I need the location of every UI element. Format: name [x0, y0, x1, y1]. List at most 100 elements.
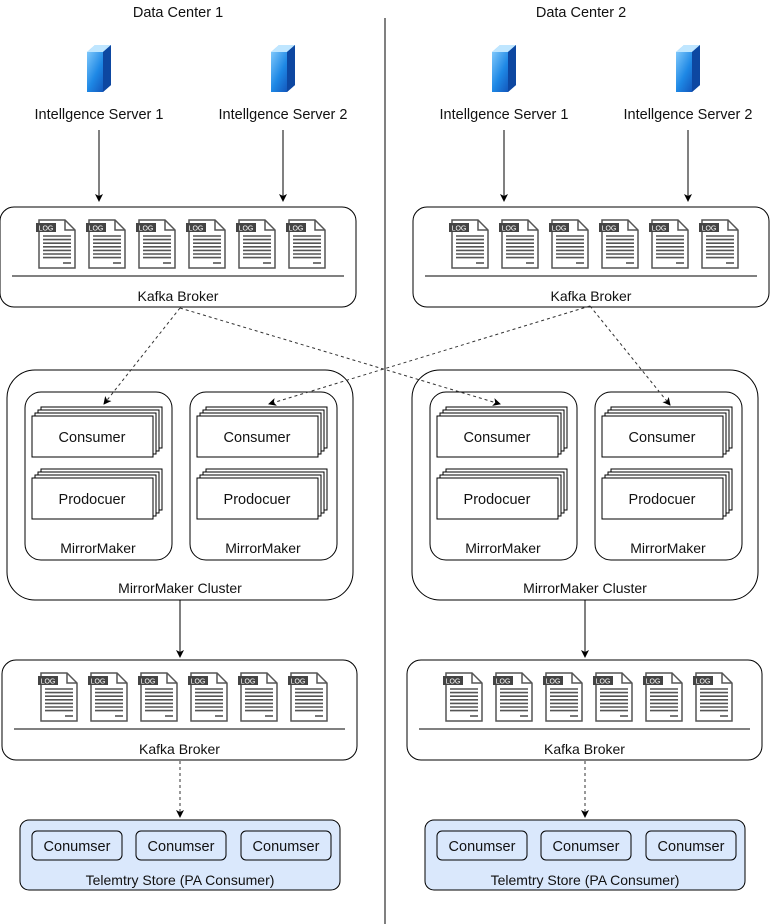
log-fold — [671, 673, 682, 684]
consumer-stack-label: Consumer — [464, 430, 531, 446]
log-badge-text: LOG — [652, 226, 667, 233]
log-file-icon: LOG — [38, 672, 78, 722]
telemetry-consumer-box — [135, 830, 227, 861]
log-file-icon: LOG — [443, 672, 483, 722]
log-badge — [188, 676, 208, 685]
consumer-stack-label: Consumer — [59, 430, 126, 446]
telemetry-consumer: Conumser — [436, 830, 528, 861]
log-fold — [264, 220, 275, 231]
data-center-title: Data Center 1 — [133, 5, 223, 21]
log-badge — [549, 223, 569, 232]
mirrormaker-cluster-label: MirrorMaker Cluster — [523, 580, 647, 596]
telemetry-consumer-box — [540, 830, 632, 861]
server-label: Intellgence Server 2 — [219, 107, 348, 123]
log-file-icon: LOG — [643, 672, 683, 722]
log-file-icon: LOG — [543, 672, 583, 722]
log-badge — [88, 676, 108, 685]
log-fold — [471, 673, 482, 684]
mirrormaker-cluster-label: MirrorMaker Cluster — [118, 580, 242, 596]
log-fold — [577, 220, 588, 231]
telemetry-consumer-box — [645, 830, 737, 861]
log-file-icon: LOG — [499, 219, 539, 269]
log-badge — [599, 223, 619, 232]
log-badge-text: LOG — [502, 226, 517, 233]
server-side — [508, 45, 516, 92]
telemetry-consumer-label: Conumser — [148, 839, 215, 855]
log-badge — [593, 676, 613, 685]
log-badge — [36, 223, 56, 232]
log-badge-text: LOG — [141, 679, 156, 686]
consumer-stack: Consumer — [436, 406, 568, 458]
log-fold — [316, 673, 327, 684]
telemetry-consumer: Conumser — [645, 830, 737, 861]
log-badge — [138, 676, 158, 685]
mirrormaker-cluster: ConsumerProdocuerMirrorMakerConsumerProd… — [411, 369, 759, 601]
log-badge — [493, 676, 513, 685]
producer-stack-label: Prodocuer — [629, 492, 696, 508]
log-badge-text: LOG — [596, 679, 611, 686]
consumer-stack: Consumer — [196, 406, 328, 458]
telemetry-consumer-box — [240, 830, 332, 861]
stack-front — [436, 415, 559, 458]
telemetry-consumer: Conumser — [240, 830, 332, 861]
log-badge-text: LOG — [189, 226, 204, 233]
consumer-stack: Consumer — [31, 406, 163, 458]
server-label: Intellgence Server 1 — [35, 107, 164, 123]
log-file-icon: LOG — [288, 672, 328, 722]
log-badge-text: LOG — [702, 226, 717, 233]
log-fold — [627, 220, 638, 231]
replication-arrow-dc1-to-dc2-mm1 — [179, 307, 501, 406]
telemetry-consumer-label: Conumser — [253, 839, 320, 855]
log-badge-text: LOG — [446, 679, 461, 686]
producer-stack-label: Prodocuer — [464, 492, 531, 508]
producer-stack-label: Prodocuer — [59, 492, 126, 508]
intelligence-server-2: Intellgence Server 2 — [624, 45, 753, 123]
telemetry-consumer-label: Conumser — [44, 839, 111, 855]
log-file-icon: LOG — [138, 672, 178, 722]
log-badge — [499, 223, 519, 232]
producer-stack: Prodocuer — [31, 468, 163, 520]
log-fold — [214, 220, 225, 231]
server-label: Intellgence Server 2 — [624, 107, 753, 123]
log-file-icon: LOG — [493, 672, 533, 722]
intelligence-server-1: Intellgence Server 1 — [440, 45, 568, 123]
telemetry-consumer: Conumser — [540, 830, 632, 861]
log-file-icon: LOG — [699, 219, 739, 269]
replication-arrow-dc1-to-dc1-mm1 — [103, 307, 181, 405]
log-fold — [727, 220, 738, 231]
log-fold — [164, 220, 175, 231]
log-badge — [38, 676, 58, 685]
telemetry-consumer-label: Conumser — [449, 839, 516, 855]
log-file-icon: LOG — [593, 672, 633, 722]
consumer-stack: Consumer — [601, 406, 733, 458]
mirrormaker-label: MirrorMaker — [225, 540, 301, 556]
producer-stack: Prodocuer — [601, 468, 733, 520]
log-fold — [166, 673, 177, 684]
telemetry-consumer: Conumser — [31, 830, 123, 861]
log-file-icon: LOG — [86, 219, 126, 269]
log-fold — [216, 673, 227, 684]
log-badge — [236, 223, 256, 232]
server-side — [103, 45, 111, 92]
telemetry-consumer-label: Conumser — [658, 839, 725, 855]
log-badge-text: LOG — [239, 226, 254, 233]
log-badge-text: LOG — [552, 226, 567, 233]
log-badge — [288, 676, 308, 685]
stack-front — [31, 477, 154, 520]
log-file-icon: LOG — [36, 219, 76, 269]
stack-front — [31, 415, 154, 458]
log-badge — [86, 223, 106, 232]
log-badge — [136, 223, 156, 232]
mirrormaker-label: MirrorMaker — [465, 540, 541, 556]
telemetry-consumer-box — [436, 830, 528, 861]
log-badge — [238, 676, 258, 685]
mirrormaker-label: MirrorMaker — [630, 540, 706, 556]
log-fold — [66, 673, 77, 684]
kafka-broker-label: Kafka Broker — [139, 741, 220, 757]
intelligence-server-2: Intellgence Server 2 — [219, 45, 348, 123]
data-center-title: Data Center 2 — [536, 5, 626, 21]
